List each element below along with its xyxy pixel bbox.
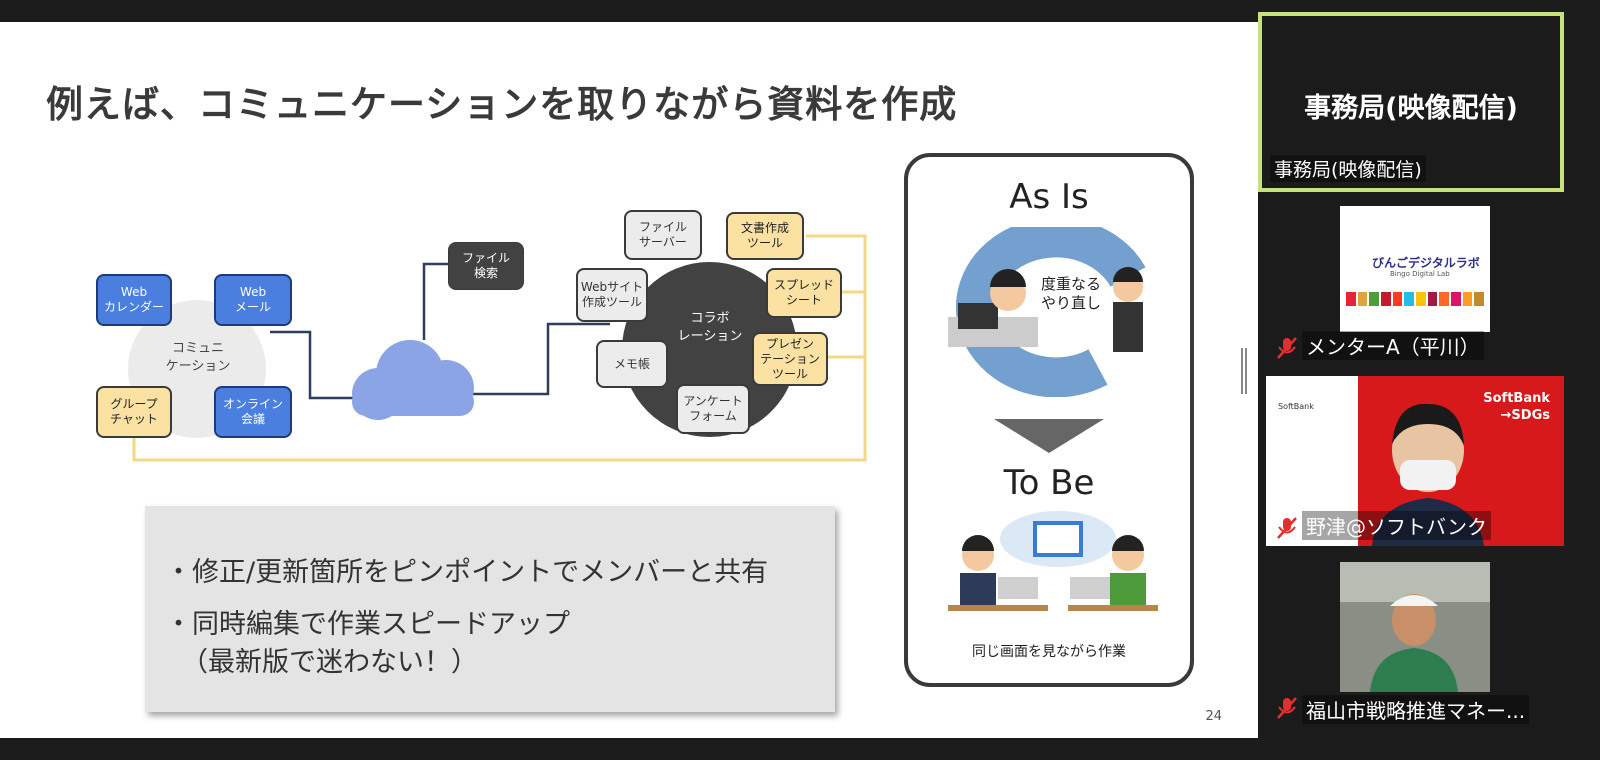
mic-muted-icon	[1277, 697, 1297, 719]
cloud-to-search-line	[422, 262, 448, 340]
cloud-to-collab-line	[472, 322, 610, 396]
participant-display-name: 事務局(映像配信)	[1304, 93, 1518, 124]
participant-video	[1340, 562, 1490, 692]
sdgs-color-strip	[1346, 292, 1485, 306]
slide-page-number: 24	[1205, 709, 1222, 724]
presentation-tool-node: プレゼンテーションツール	[752, 332, 828, 386]
file-search-node: ファイル検索	[448, 242, 524, 290]
cloud-icon	[352, 340, 474, 420]
diagram-connectors	[132, 234, 867, 462]
participant-tile-softbank[interactable]: SoftBank SoftBank →SDGs 野津@ソフトバンク	[1266, 376, 1564, 546]
down-arrow-icon	[994, 419, 1104, 453]
mic-muted-icon	[1277, 517, 1297, 539]
participant-tile-fukuyama[interactable]: 福山市戦略推進マネー...	[1266, 562, 1564, 730]
participant-name-label: 福山市戦略推進マネー...	[1302, 695, 1530, 724]
bullet-latest-version: （最新版で迷わない！）	[181, 647, 478, 678]
slide-title: 例えば、コミュニケーションを取りながら資料を作成	[46, 83, 958, 126]
participant-tile-mentor-a[interactable]: びんごデジタルラボ Bingo Digital Lab メンターA（平川）	[1266, 202, 1564, 366]
as-is-to-be-panel: As Is 度重なる やり直し To Be	[904, 153, 1194, 687]
collaboration-label: コラボ レーション	[677, 311, 743, 344]
communication-label: コミュニ ケーション	[165, 341, 231, 374]
to-be-caption: 同じ画面を見ながら作業	[972, 644, 1126, 660]
yellow-link-line	[132, 234, 867, 462]
spreadsheet-node: スプレッドシート	[766, 268, 842, 318]
collaboration-illustration	[948, 511, 1158, 611]
participant-name-label: 野津@ソフトバンク	[1302, 511, 1491, 540]
participant-name-label: メンターA（平川）	[1302, 331, 1484, 360]
mic-muted-icon	[1277, 337, 1297, 359]
participant-tile-secretariat[interactable]: 事務局(映像配信) 事務局(映像配信)	[1258, 12, 1564, 192]
to-be-heading: To Be	[1003, 463, 1095, 503]
softbank-sdgs-text: SoftBank →SDGs	[1483, 391, 1550, 423]
doc-tool-node: 文書作成ツール	[726, 212, 804, 260]
bullet-simultaneous-edit: ・同時編集で作業スピードアップ	[165, 609, 570, 640]
group-chat-node: グループチャット	[96, 386, 172, 438]
softbank-slide-logo: SoftBank	[1278, 402, 1314, 411]
participant-video	[1372, 403, 1484, 546]
panel-resize-handle[interactable]	[1240, 348, 1248, 394]
memo-node: メモ帳	[596, 340, 668, 388]
comm-to-cloud-line	[270, 330, 358, 400]
redo-illustration	[948, 227, 1146, 397]
redo-caption: 度重なる やり直し	[1040, 275, 1101, 312]
bullet-share: ・修正/更新箇所をピンポイントでメンバーと共有	[165, 557, 769, 588]
survey-form-node: アンケートフォーム	[676, 384, 750, 434]
online-meeting-node: オンライン会議	[214, 386, 292, 438]
website-tool-node: Webサイト作成ツール	[576, 268, 648, 322]
file-server-node: ファイルサーバー	[624, 210, 702, 260]
bullet-box: ・修正/更新箇所をピンポイントでメンバーと共有 ・同時編集で作業スピードアップ …	[145, 506, 835, 712]
participant-name-label: 事務局(映像配信)	[1270, 155, 1426, 182]
bingo-digital-lab-logo: びんごデジタルラボ Bingo Digital Lab	[1340, 206, 1490, 332]
as-is-heading: As Is	[1009, 177, 1089, 217]
